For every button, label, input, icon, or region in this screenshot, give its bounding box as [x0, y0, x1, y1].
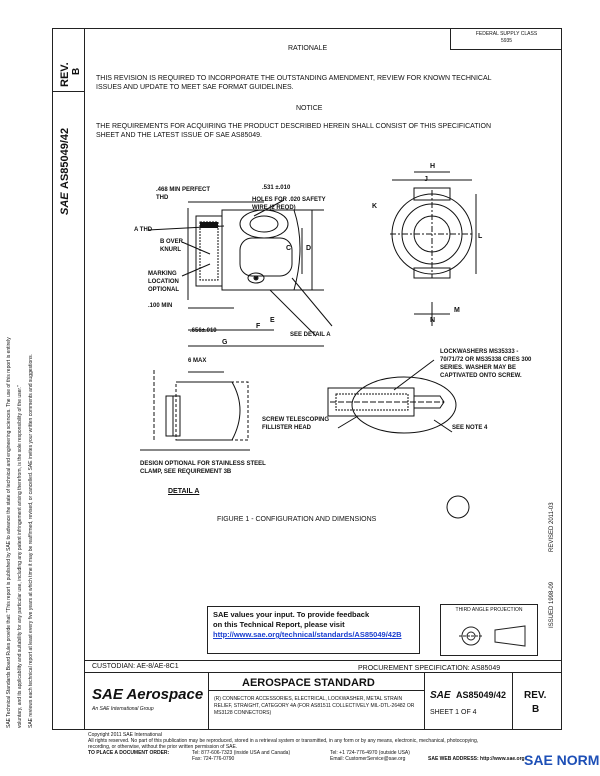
federal-supply-value: 5935	[500, 38, 513, 44]
notice-heading: NOTICE	[296, 105, 323, 112]
revised-date: REVISED 2011-03	[549, 502, 555, 552]
sheet-label: SHEET 1 OF 4	[430, 709, 477, 716]
sae-norm-watermark: SAE NORM	[524, 752, 600, 768]
feedback-line-1: SAE values your input. To provide feedba…	[213, 610, 370, 619]
dim-531-label: .531 ±.010	[262, 185, 291, 191]
notice-paragraph: THE REQUIREMENTS FOR ACQUIRING THE PRODU…	[96, 123, 492, 139]
rev-label-bottom: REV.	[524, 690, 547, 701]
fax-number: Fax: 724-776-0790	[192, 756, 235, 762]
dim-h: H	[430, 163, 436, 170]
sae-aerospace-brand: SAE Aerospace	[92, 686, 203, 703]
six-max-label: 6 MAX	[188, 358, 207, 364]
doc-number-bottom: AS85049/42	[456, 690, 507, 700]
dim-g: G	[222, 339, 228, 346]
order-label: TO PLACE A DOCUMENT ORDER:	[88, 750, 170, 756]
detail-a-title: DETAIL A	[168, 488, 200, 495]
screw-note: SCREW TELESCOPING FILLISTER HEAD	[262, 417, 330, 431]
sae-mark: SAE	[430, 690, 451, 701]
lockwashers-note: LOCKWASHERS MS35333 - 70/71/72 OR MS3533…	[440, 349, 532, 379]
procurement-label: PROCUREMENT SPECIFICATION: AS85049	[358, 665, 501, 672]
federal-supply-label: FEDERAL SUPPLY CLASS	[475, 31, 538, 37]
dim-100-label: .100 MIN	[148, 303, 173, 309]
dim-m: M	[454, 307, 460, 314]
email-address: Email: CustomerService@sae.org	[330, 756, 406, 762]
copyright-line-1: Copyright 2011 SAE International	[88, 732, 162, 738]
b-over-knurl-label: B OVER KNURL	[160, 239, 184, 253]
figure-caption: FIGURE 1 - CONFIGURATION AND DIMENSIONS	[217, 516, 377, 523]
federal-supply-box: FEDERAL SUPPLY CLASS 5935	[450, 28, 562, 50]
feedback-line-2: on this Technical Report, please visit	[213, 620, 345, 629]
side-note-1: SAE Technical Standards Board Rules prov…	[6, 337, 12, 728]
left-column: REV. B AS85049/42 SAE	[52, 28, 85, 730]
aerospace-standard-title: AEROSPACE STANDARD	[242, 677, 375, 689]
web-address: SAE WEB ADDRESS: http://www.sae.org	[428, 756, 525, 762]
side-note-2: voluntary, and its applicability and sui…	[17, 385, 23, 728]
rev-label-vertical: REV.	[59, 62, 71, 87]
rationale-heading: RATIONALE	[288, 45, 328, 52]
projection-symbol	[459, 625, 526, 647]
dim-l: L	[478, 233, 483, 240]
dim-e: E	[270, 317, 275, 324]
custodian-label: CUSTODIAN: AE-8/AE-8C1	[92, 663, 179, 670]
brand-subtitle: An SAE International Group	[92, 706, 154, 712]
tel-inside: Tel: 877-606-7323 (inside USA and Canada…	[192, 750, 291, 756]
technical-drawing	[140, 171, 477, 519]
dim-k: K	[372, 203, 378, 210]
holes-note: HOLES FOR .020 SAFETY WIRE (2 REQD)	[252, 197, 326, 211]
design-optional-note: DESIGN OPTIONAL FOR STAINLESS STEEL CLAM…	[140, 461, 266, 475]
doc-number-vertical: AS85049/42	[59, 127, 71, 189]
dim-c: C	[286, 245, 292, 252]
dim-n: N	[430, 317, 436, 324]
dim-468-label: .468 MIN PERFECT THD	[156, 187, 211, 201]
issued-date: ISSUED 1998-09	[549, 581, 555, 628]
rev-value-bottom: B	[532, 704, 540, 715]
sheet-frame	[84, 28, 562, 730]
copyright-line-2: All rights reserved. No part of this pub…	[88, 738, 479, 744]
dim-d: D	[306, 245, 312, 252]
side-note-3: SAE reviews each technical report at lea…	[28, 354, 34, 728]
rationale-paragraph: THIS REVISION IS REQUIRED TO INCORPORATE…	[96, 75, 492, 91]
a-thd-label: A THD	[134, 227, 153, 233]
dim-f: F	[256, 323, 261, 330]
copyright-line-3: recording, or otherwise, without the pri…	[88, 744, 238, 750]
rev-value-vertical: B	[71, 67, 82, 75]
document-description: (R) CONNECTOR ACCESSORIES, ELECTRICAL, L…	[214, 696, 415, 716]
marking-label: MARKING LOCATION OPTIONAL	[148, 271, 179, 293]
see-detail-a-label: SEE DETAIL A	[290, 332, 331, 338]
brand-text: SAE Aerospace	[92, 686, 204, 703]
feedback-box: SAE values your input. To provide feedba…	[207, 606, 420, 654]
feedback-link[interactable]: http://www.sae.org/technical/standards/A…	[213, 630, 402, 639]
third-angle-box: THIRD ANGLE PROJECTION	[440, 604, 538, 656]
see-note-4-label: SEE NOTE 4	[452, 425, 488, 431]
dim-656-label: .656±.010	[190, 328, 217, 334]
dim-j: J	[424, 176, 428, 183]
sae-logo-vertical: SAE	[59, 192, 71, 215]
tel-outside: Tel: +1 724-776-4970 (outside USA)	[330, 750, 410, 756]
third-angle-label: THIRD ANGLE PROJECTION	[455, 607, 523, 613]
